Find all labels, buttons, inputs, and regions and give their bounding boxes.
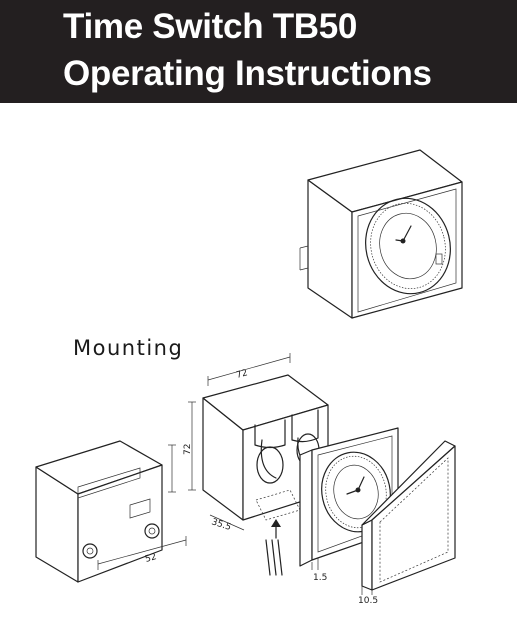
transparent-cover-illustration xyxy=(361,440,456,595)
mounting-base-illustration xyxy=(35,440,187,583)
dimension-rail-spacing: 52 xyxy=(144,552,158,565)
dimension-height: 72 xyxy=(183,444,193,455)
dimension-gap: 1.5 xyxy=(313,573,327,583)
document-subtitle: Operating Instructions xyxy=(63,54,432,93)
dimension-depth: 35.5 xyxy=(210,517,232,533)
time-switch-assembled-illustration xyxy=(299,149,463,319)
mounting-heading: Mounting xyxy=(73,336,184,360)
title-banner: Time Switch TB50 Operating Instructions xyxy=(0,0,517,103)
dimension-cover-depth: 10.5 xyxy=(358,596,378,606)
dimension-width: 72 xyxy=(235,368,249,381)
product-title: Time Switch TB50 xyxy=(63,7,358,46)
